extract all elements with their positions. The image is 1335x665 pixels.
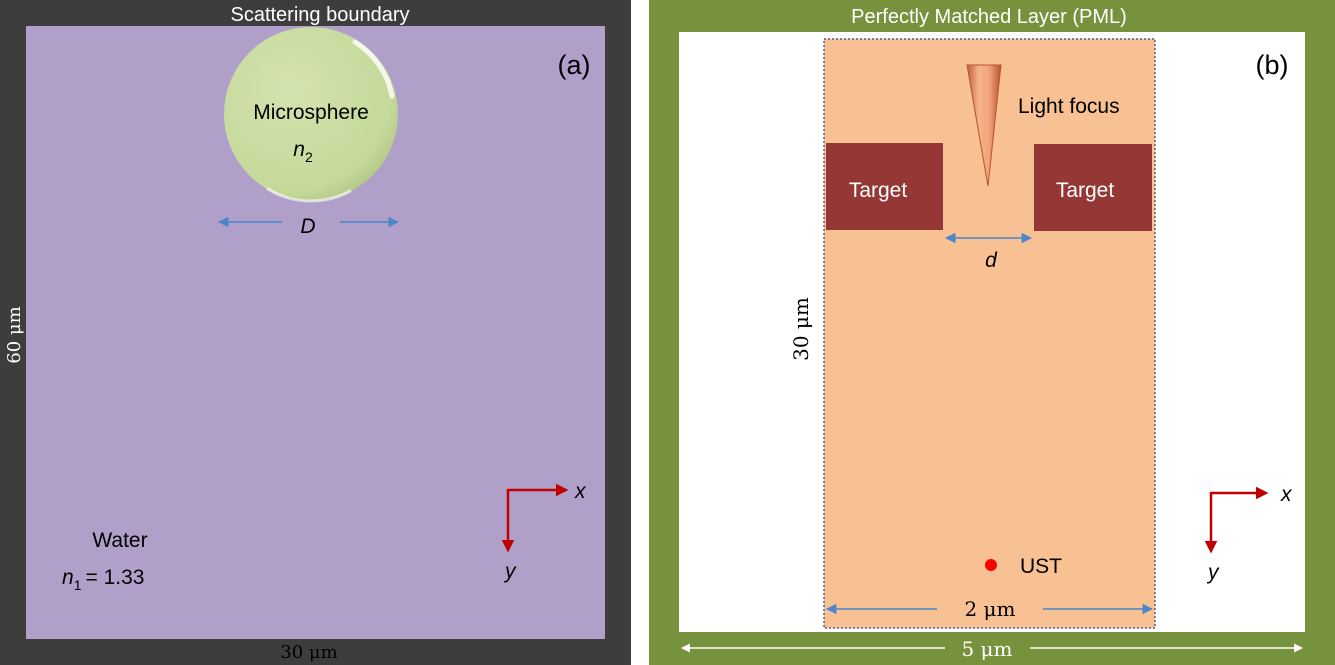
y-axis-label: y <box>503 560 517 583</box>
outer-width-indicator: 5 μm <box>681 637 1303 661</box>
water-label: Water <box>92 529 147 552</box>
target-left-block <box>826 143 943 230</box>
panel-a: Scattering boundary (a) Microsphere n2 D… <box>0 0 631 665</box>
panel-b-letter: (b) <box>1256 50 1289 80</box>
coordinate-axes-b: x y <box>1204 483 1293 584</box>
water-annotation: Water n1= 1.33 <box>62 529 148 593</box>
panel-b: Perfectly Matched Layer (PML) (b) Light … <box>649 0 1335 665</box>
x-axis-label: x <box>1280 483 1293 506</box>
ust-dot <box>985 559 997 571</box>
y-axis-label: y <box>1206 561 1220 584</box>
inner-width-label: 2 μm <box>964 597 1015 621</box>
light-focus: Light focus <box>966 64 1120 187</box>
target-left: Target <box>826 143 943 230</box>
diameter-indicator: D <box>217 215 400 238</box>
coordinate-axes-a: x y <box>501 480 587 583</box>
ust-sensor: UST <box>985 555 1062 578</box>
width-dimension-label: 30 μm <box>280 642 337 663</box>
microsphere: Microsphere n2 <box>224 27 398 203</box>
light-focus-label: Light focus <box>1018 95 1120 118</box>
target-right: Target <box>1034 144 1152 231</box>
target-right-block <box>1034 144 1152 231</box>
diameter-label: D <box>300 215 315 238</box>
light-cone <box>966 64 1002 187</box>
water-index: n1= 1.33 <box>62 566 144 593</box>
target-left-label: Target <box>849 179 908 202</box>
height-dimension-label: 60 μm <box>4 306 25 363</box>
inner-width-indicator: 2 μm <box>825 597 1154 621</box>
x-axis-label: x <box>574 480 587 503</box>
microsphere-body <box>224 27 398 201</box>
pml-label: Perfectly Matched Layer (PML) <box>851 6 1127 28</box>
outer-width-label: 5 μm <box>961 637 1012 661</box>
microsphere-label: Microsphere <box>253 101 369 124</box>
gap-label: d <box>985 249 998 272</box>
ust-label: UST <box>1020 555 1062 578</box>
microsphere-highlight <box>266 187 352 203</box>
target-right-label: Target <box>1056 179 1115 202</box>
region-height-label: 30 μm <box>789 297 813 361</box>
microsphere-index: n2 <box>293 138 313 165</box>
panel-a-letter: (a) <box>558 50 591 80</box>
scattering-boundary-label: Scattering boundary <box>230 4 409 26</box>
microsphere-highlight <box>352 39 395 99</box>
gap-indicator: d <box>944 232 1033 272</box>
